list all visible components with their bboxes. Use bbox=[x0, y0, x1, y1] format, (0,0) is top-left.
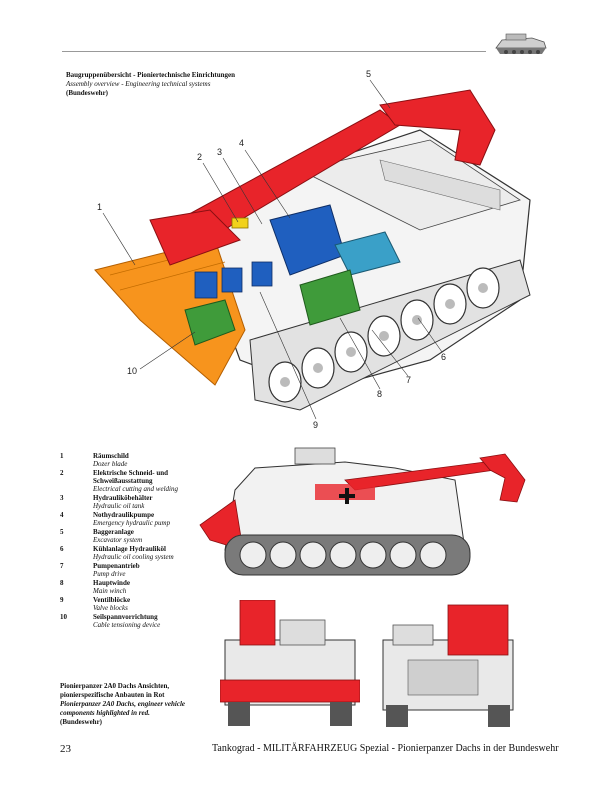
cable-tensioner bbox=[184, 299, 236, 346]
callout-7: 7 bbox=[406, 375, 412, 385]
excavator-turret bbox=[149, 209, 241, 266]
views-caption-de: Pionierpanzer 2A0 Dachs Ansichten, pioni… bbox=[60, 682, 170, 699]
callout-5: 5 bbox=[366, 69, 372, 79]
callout-9: 9 bbox=[313, 420, 319, 430]
page-number: 23 bbox=[60, 743, 71, 755]
footer-title: Tankograd - MILITÄRFAHRZEUG Spezial - Pi… bbox=[212, 743, 559, 754]
valve-block-2 bbox=[221, 267, 243, 293]
welding-unit bbox=[231, 217, 249, 229]
front-view-illustration bbox=[220, 600, 360, 726]
caption-source: (Bundeswehr) bbox=[66, 89, 109, 97]
views-caption-en: Pionierpanzer 2A0 Dachs, engineer vehicl… bbox=[60, 700, 186, 717]
side-bucket bbox=[479, 453, 526, 503]
cooling-system bbox=[334, 231, 401, 276]
cutaway-illustration bbox=[94, 79, 531, 420]
valve-block-1 bbox=[194, 271, 218, 299]
callout-8: 8 bbox=[377, 389, 383, 399]
callout-4: 4 bbox=[239, 138, 245, 148]
callout-2: 2 bbox=[197, 152, 203, 162]
views-caption-source: (Bundeswehr) bbox=[60, 718, 103, 726]
callout-6: 6 bbox=[441, 352, 447, 362]
header-rule bbox=[62, 51, 486, 52]
valve-block-3 bbox=[251, 261, 273, 287]
excavator-bucket bbox=[379, 89, 496, 166]
tank-thumbnail-icon bbox=[495, 33, 547, 54]
caption-en: Assembly overview - Engineering technica… bbox=[66, 80, 211, 88]
callout-10: 10 bbox=[127, 366, 138, 376]
main-winch bbox=[299, 269, 361, 326]
rear-view-illustration bbox=[382, 604, 514, 727]
caption-de: Baugruppenübersicht - Pioniertechnische … bbox=[66, 71, 235, 79]
callout-3: 3 bbox=[217, 147, 223, 157]
rear-excavator bbox=[447, 604, 509, 656]
front-dozer-blade bbox=[220, 679, 360, 703]
callout-1: 1 bbox=[97, 202, 103, 212]
side-view-illustration bbox=[199, 447, 526, 576]
